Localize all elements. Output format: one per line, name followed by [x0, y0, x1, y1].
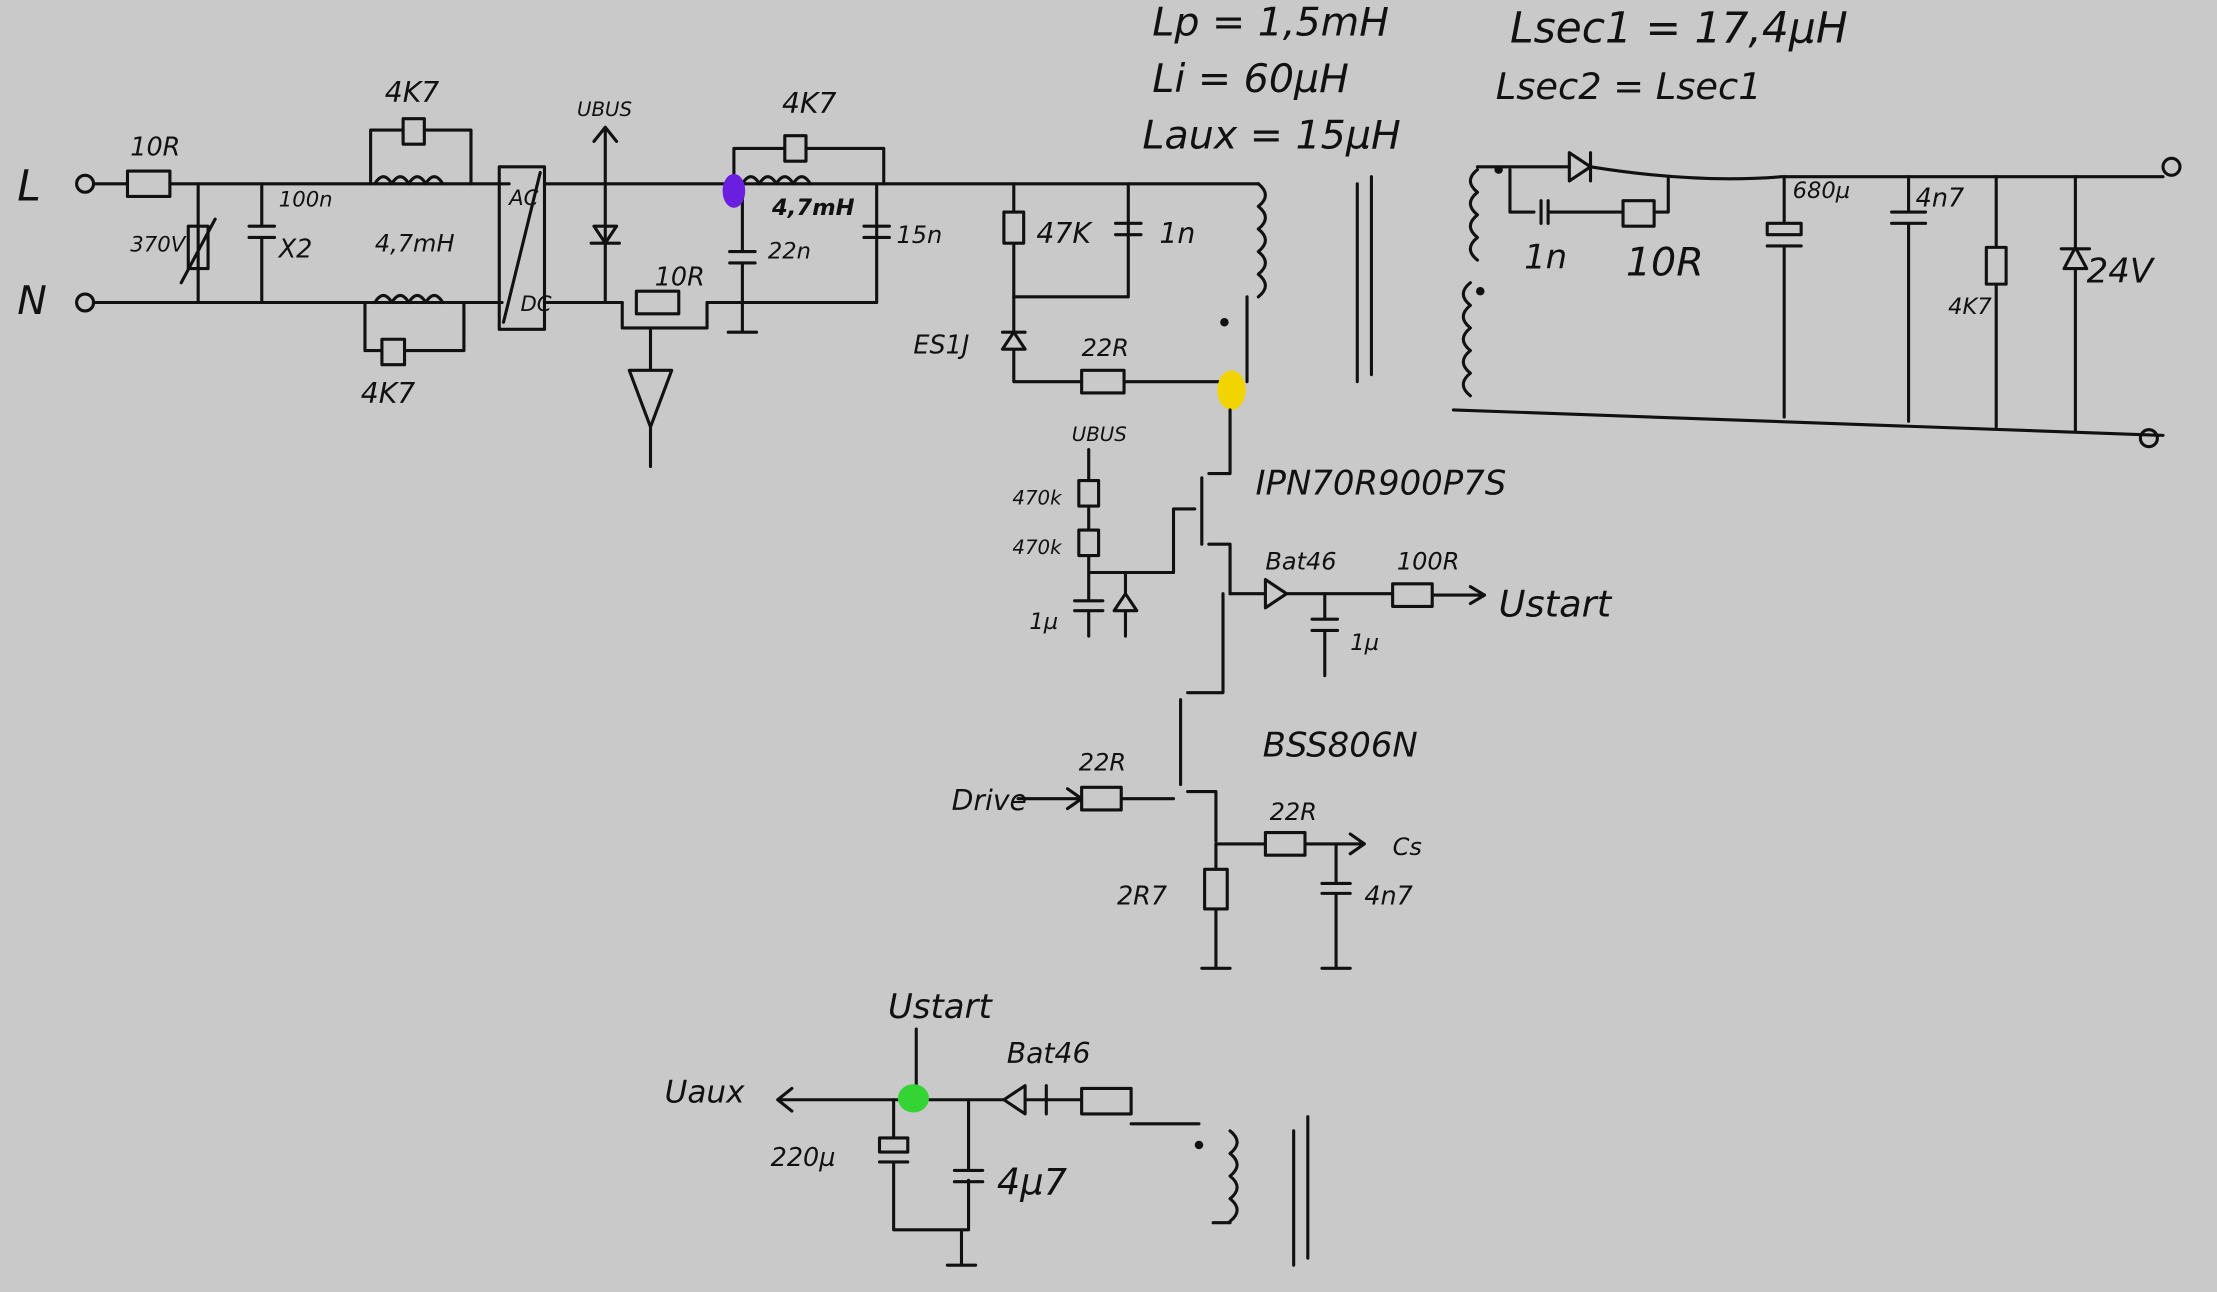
label-ustart-aux: Ustart: [888, 987, 993, 1026]
label-r47k: 47K: [1036, 217, 1093, 250]
label-ubus-2: UBUS: [1072, 423, 1127, 446]
purple-marker: [722, 173, 746, 208]
label-cx: 100n: [279, 186, 333, 211]
label-ac: AC: [507, 185, 538, 210]
note-laux: Laux = 15µH: [1142, 112, 1400, 158]
label-r22-gate: 22R: [1079, 748, 1126, 776]
label-choke-r-top: 4K7: [385, 76, 440, 109]
label-c4u7: 4µ7: [997, 1160, 1068, 1203]
label-l: L: [17, 162, 41, 211]
yellow-marker: [1217, 370, 1246, 410]
bridge-rectifier: AC DC: [497, 165, 552, 331]
label-c1n: 1n: [1159, 217, 1195, 250]
green-marker: [897, 1084, 929, 1113]
input-filter: L N 10R 370V 100n X2 4K7 4,7mH 4K7: [17, 76, 511, 410]
label-c22n: 22n: [768, 239, 811, 265]
note-lsec2: Lsec2 = Lsec1: [1496, 65, 1762, 108]
label-r-in: 10R: [130, 131, 180, 161]
label-choke: 4,7mH: [375, 230, 455, 258]
label-bat46-aux: Bat46: [1007, 1037, 1091, 1070]
label-cs: Cs: [1393, 833, 1423, 861]
label-sec-c1n: 1n: [1524, 238, 1567, 277]
label-ipn70r900p7s: IPN70R900P7S: [1256, 464, 1507, 503]
label-ustart: Ustart: [1499, 582, 1613, 625]
label-n: N: [17, 278, 47, 324]
label-c15n: 15n: [896, 221, 942, 249]
primary-snubber: 47K 1n ES1J 22R: [913, 175, 1373, 596]
label-r100: 100R: [1397, 548, 1460, 576]
ntc-resistor: [634, 289, 681, 316]
label-drive: Drive: [952, 784, 1027, 817]
label-r22: 22R: [1082, 334, 1129, 362]
label-bss806n: BSS806N: [1263, 725, 1418, 764]
cascode-switch: UBUS 470k 470k 1µ IPN70R900P7S Bat46 100…: [952, 423, 1613, 970]
label-r470k-1: 470k: [1012, 487, 1063, 510]
label-ubus: UBUS: [577, 98, 632, 121]
label-x2: X2: [277, 233, 313, 263]
note-li: Li = 60µH: [1152, 56, 1349, 102]
label-varistor: 370V: [130, 232, 186, 257]
label-c680u: 680µ: [1793, 178, 1851, 204]
aux-supply: Ustart Bat46 Uaux 220µ 4µ7: [665, 987, 1310, 1267]
label-c1u: 1µ: [1029, 609, 1058, 635]
label-bat46: Bat46: [1265, 548, 1336, 576]
label-c220u: 220µ: [771, 1142, 836, 1172]
label-uaux: Uaux: [665, 1075, 745, 1111]
label-filter-l: 4,7mH: [771, 195, 855, 221]
input-resistor: [125, 169, 172, 199]
label-c1u-start: 1µ: [1350, 630, 1379, 656]
label-r22-cs: 22R: [1270, 798, 1317, 826]
label-24v: 24V: [2087, 252, 2156, 291]
label-es1j: ES1J: [913, 329, 969, 359]
note-lsec1: Lsec1 = 17,4µH: [1510, 3, 1848, 52]
bus-filter: UBUS 10R 4K7 4,7mH 22n 15n: [542, 87, 1260, 469]
label-c4n7: 4n7: [1916, 182, 1965, 212]
label-choke-r-bot: 4K7: [361, 377, 416, 410]
label-r470k-2: 470k: [1012, 536, 1063, 559]
secondary-output: 1n 10R 680µ 4n7 4K7 24V: [1451, 151, 2182, 449]
label-sec-10r: 10R: [1626, 240, 1704, 286]
label-filter-r: 4K7: [782, 87, 837, 120]
label-r4k7: 4K7: [1948, 294, 1992, 320]
label-c4n7-cs: 4n7: [1364, 881, 1413, 911]
label-r2r7: 2R7: [1117, 881, 1167, 911]
label-ntc: 10R: [655, 262, 705, 292]
note-lp: Lp = 1,5mH: [1152, 0, 1389, 45]
